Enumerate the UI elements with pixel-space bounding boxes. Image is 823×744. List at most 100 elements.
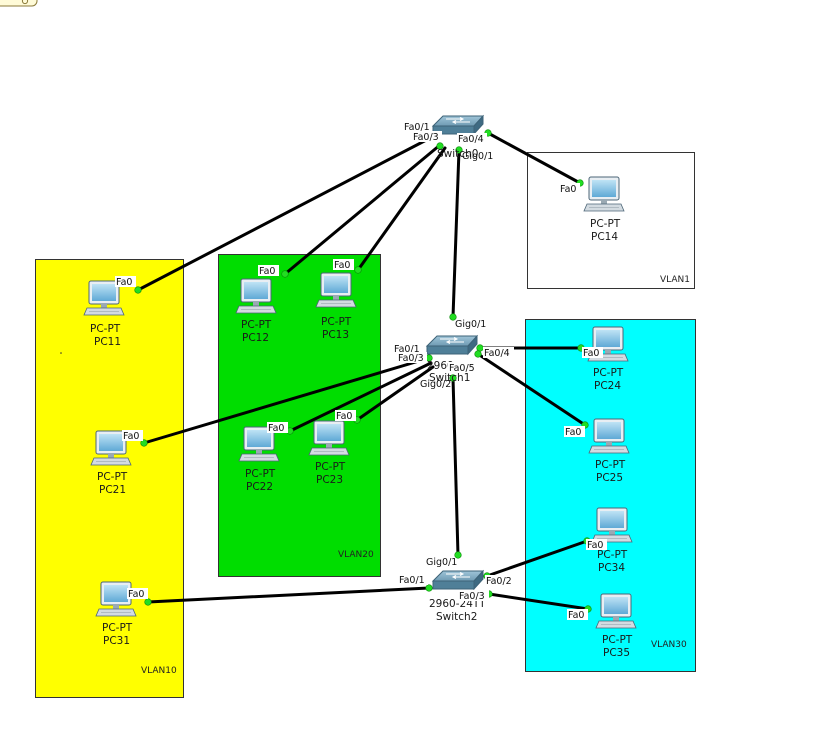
port-label-pc11-fa0: Fa0 — [116, 277, 132, 288]
port-label-sw0-fa0-1: Fa0/1 — [404, 122, 430, 133]
switch0[interactable]: Switch0 — [432, 115, 484, 160]
pc23-name: PC23 — [316, 474, 343, 486]
pc21-name: PC21 — [99, 484, 126, 496]
switch0-name: Switch0 — [437, 148, 478, 160]
pc12[interactable]: PC-PT PC12 — [235, 278, 277, 344]
link-switch0-pc14[interactable] — [486, 131, 582, 185]
pc35-model: PC-PT — [602, 634, 633, 646]
port-label-pc21-fa0: Fa0 — [123, 431, 139, 442]
link-switch1-switch2[interactable] — [451, 376, 460, 557]
link-switch1-pc22[interactable] — [288, 361, 433, 433]
port-dot — [476, 344, 484, 352]
port-dot — [354, 266, 362, 274]
port-label-pc34-fa0: Fa0 — [587, 540, 603, 551]
vlan1-area[interactable]: VLAN1 — [527, 152, 695, 289]
pc34-name: PC34 — [598, 562, 625, 574]
port-dot — [455, 146, 463, 154]
port-dot — [454, 551, 462, 559]
note-ring-icon — [21, 0, 29, 5]
link-switch2-pc31[interactable] — [146, 586, 431, 604]
port-label-pc25-fa0: Fa0 — [565, 427, 581, 438]
port-label-pc13-fa0: Fa0 — [334, 260, 350, 271]
port-labels: Fa0/1 Fa0/3 Fa0/4 Gig0/1 Fa0 Fa0 Fa0 Fa0… — [115, 122, 607, 621]
port-label-sw1-gig0-2: Gig0/2 — [420, 379, 451, 390]
pc31-name: PC31 — [103, 635, 130, 647]
port-label-sw2-fa0-1: Fa0/1 — [399, 575, 425, 586]
switch1-model: 2960 — [427, 360, 454, 372]
port-label-sw1-fa0-5: Fa0/5 — [449, 363, 475, 374]
port-label-sw1-fa0-1: Fa0/1 — [394, 344, 420, 355]
links-layer — [136, 131, 590, 611]
pc11-name: PC11 — [94, 336, 121, 348]
pc11[interactable]: PC-PT PC11 — [83, 280, 125, 348]
port-label-sw0-fa0-4: Fa0/4 — [458, 134, 484, 145]
link-switch2-pc34[interactable] — [485, 539, 589, 578]
link-switch0-pc13[interactable] — [356, 146, 447, 272]
pc14-model: PC-PT — [590, 218, 621, 230]
port-dot — [474, 350, 482, 358]
pc24-name: PC24 — [594, 380, 621, 392]
vlan10-label: VLAN10 — [141, 666, 177, 676]
pc24[interactable]: PC-PT PC24 — [587, 326, 629, 392]
pc21[interactable]: PC-PT PC21 — [90, 430, 132, 496]
port-label-pc31-fa0: Fa0 — [128, 589, 144, 600]
port-label-sw2-fa0-2: Fa0/2 — [486, 576, 512, 587]
switch1-name: Switch1 — [429, 372, 470, 384]
pc34-model: PC-PT — [597, 549, 628, 561]
port-label-sw1-fa0-3: Fa0/3 — [398, 353, 424, 364]
port-dot — [144, 598, 152, 606]
port-label-pc23-fa0: Fa0 — [336, 411, 352, 422]
link-switch1-pc25[interactable] — [476, 352, 587, 427]
pc14[interactable]: PC-PT PC14 — [583, 176, 625, 243]
pc24-model: PC-PT — [593, 367, 624, 379]
port-label-sw0-gig0-1: Gig0/1 — [462, 151, 493, 162]
pc31[interactable]: PC-PT PC31 — [95, 581, 137, 647]
pc13[interactable]: PC-PT PC13 — [315, 272, 357, 341]
pc13-name: PC13 — [322, 329, 349, 341]
port-dot — [140, 439, 148, 447]
port-label-sw1-gig0-1: Gig0/1 — [455, 319, 486, 330]
pc23-model: PC-PT — [315, 461, 346, 473]
vlan20-label: VLAN20 — [338, 550, 374, 560]
pc21-model: PC-PT — [97, 471, 128, 483]
port-label-pc35-fa0: Fa0 — [568, 610, 584, 621]
vlan20-area[interactable]: VLAN20 — [218, 254, 381, 577]
pc34[interactable]: PC-PT PC34 — [591, 507, 633, 574]
pc35-name: PC35 — [603, 647, 630, 659]
pc12-model: PC-PT — [241, 319, 272, 331]
vlan10-area[interactable]: VLAN10 — [35, 259, 184, 698]
pc22[interactable]: PC-PT PC22 — [238, 426, 280, 493]
port-dot — [449, 374, 457, 382]
pc25-model: PC-PT — [595, 459, 626, 471]
link-switch0-pc12[interactable] — [283, 143, 442, 276]
pc13-model: PC-PT — [321, 316, 352, 328]
pc31-model: PC-PT — [102, 622, 133, 634]
pc12-name: PC12 — [242, 332, 269, 344]
pc35[interactable]: PC-PT PC35 — [595, 593, 637, 659]
pc22-model: PC-PT — [245, 468, 276, 480]
link-switch1-pc23[interactable] — [355, 365, 435, 422]
pc23[interactable]: PC-PT PC23 — [308, 420, 350, 486]
pc14-name: PC14 — [591, 231, 618, 243]
link-switch1-pc21[interactable] — [142, 356, 431, 445]
port-label-sw2-gig0-1: Gig0/1 — [426, 557, 457, 568]
port-dot — [425, 584, 433, 592]
vlan1-label: VLAN1 — [660, 275, 690, 285]
switch1[interactable]: 2960 Switch1 — [426, 335, 478, 384]
link-switch2-pc35[interactable] — [487, 592, 590, 611]
port-dot — [449, 313, 457, 321]
toolbar-note-fragment — [0, 0, 38, 7]
port-label-sw1-fa0-4: Fa0/4 — [484, 348, 510, 359]
port-label-sw0-fa0-3: Fa0/3 — [413, 132, 439, 143]
port-label-sw2-fa0-3: Fa0/3 — [459, 591, 485, 602]
link-switch0-switch1[interactable] — [451, 148, 461, 319]
link-switch0-pc11[interactable] — [136, 133, 438, 292]
vlan30-label: VLAN30 — [651, 640, 687, 650]
pc22-name: PC22 — [246, 481, 273, 493]
port-dot — [281, 270, 289, 278]
port-label-pc12-fa0: Fa0 — [259, 266, 275, 277]
pc25[interactable]: PC-PT PC25 — [588, 418, 630, 484]
port-label-pc24-fa0: Fa0 — [583, 348, 599, 359]
port-label-pc14-fa0: Fa0 — [560, 184, 576, 195]
